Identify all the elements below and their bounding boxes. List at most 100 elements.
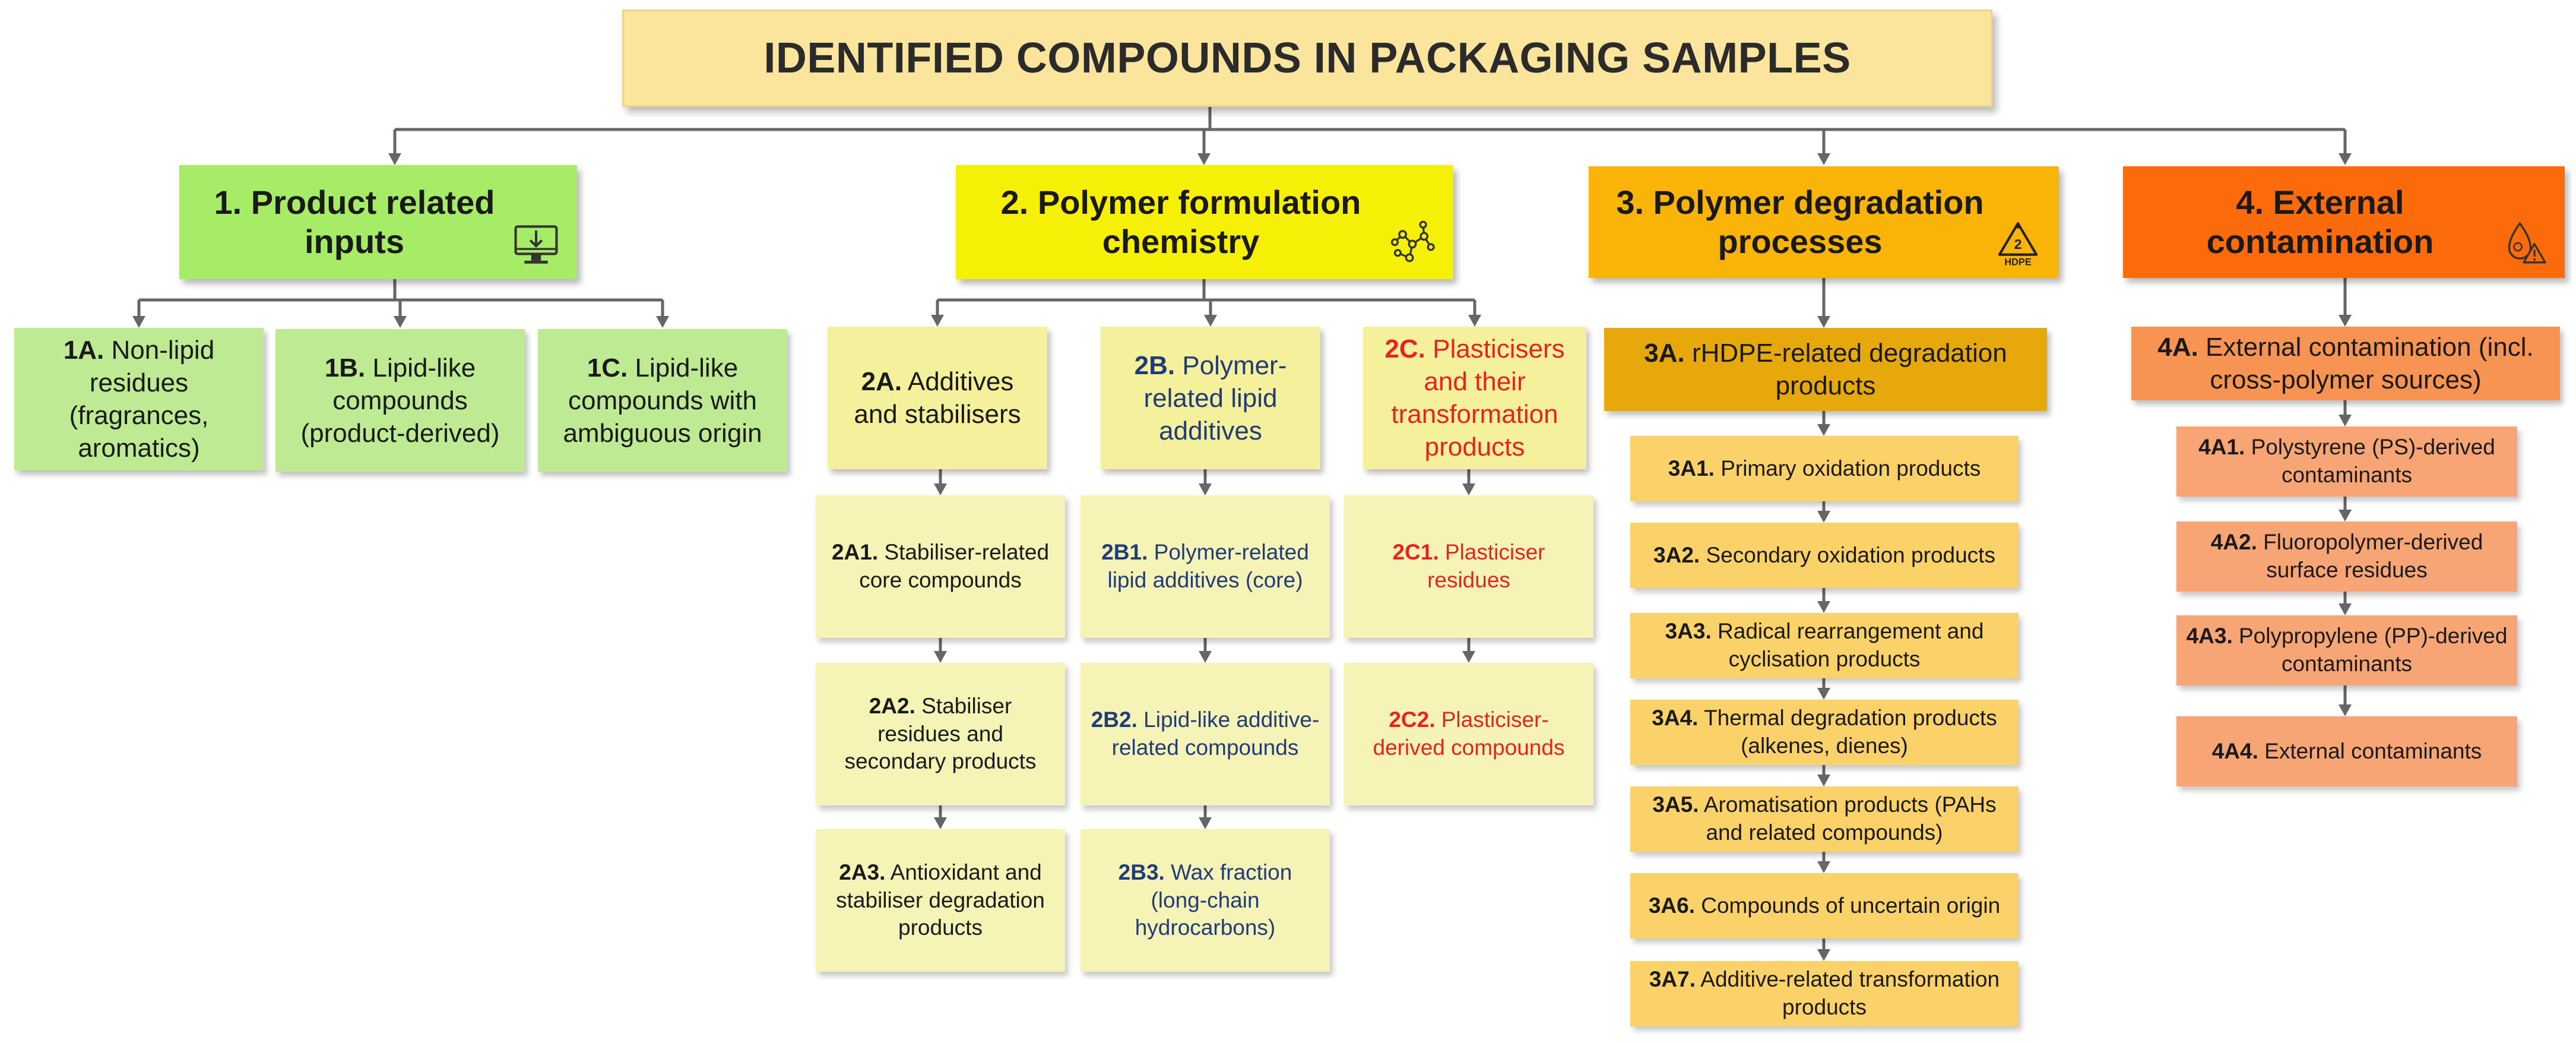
item-text: External contamination (incl. cross-poly… xyxy=(2206,333,2534,394)
arrowhead xyxy=(2339,415,2352,426)
item-code: 2C2. xyxy=(1389,707,1436,732)
item-code: 4A4. xyxy=(2211,738,2258,763)
item-code: 3A7. xyxy=(1649,967,1696,992)
arrowhead xyxy=(394,316,407,328)
arrowhead xyxy=(1817,688,1830,700)
arrowhead xyxy=(1197,153,1211,165)
item-4a4: 4A4. External contaminants xyxy=(2176,716,2517,786)
item-text: Aromatisation products (PAHs and related… xyxy=(1703,792,1997,845)
subcategory-2b: 2B. Polymer-related lipid additives xyxy=(1101,327,1320,469)
item-4a3: 4A3. Polypropylene (PP)-derived contamin… xyxy=(2176,615,2517,685)
item-code: 4A3. xyxy=(2186,624,2233,649)
item-text: Lipid-like additive-related compounds xyxy=(1111,707,1320,760)
item-code: 4A2. xyxy=(2210,530,2257,555)
item-text: rHDPE-related degradation products xyxy=(1691,339,2007,400)
arrowhead xyxy=(656,316,669,328)
item-code: 2B. xyxy=(1134,350,1175,380)
item-3a5: 3A5. Aromatisation products (PAHs and re… xyxy=(1630,786,2019,852)
hdpe-code-label: 2 xyxy=(2014,236,2022,252)
arrowhead xyxy=(1817,511,1830,523)
item-code: 2A3. xyxy=(839,859,886,884)
arrowhead xyxy=(934,483,947,495)
item-4a1: 4A1. Polystyrene (PS)-derived contaminan… xyxy=(2176,426,2517,497)
item-code: 1B. xyxy=(324,353,366,383)
subcategory-1c: 1C. Lipid-like compounds with ambiguous … xyxy=(538,329,787,472)
subcategory-4a: 4A. External contamination (incl. cross-… xyxy=(2131,327,2560,400)
item-text: Fluoropolymer-derived surface residues xyxy=(2263,530,2483,582)
arrowhead xyxy=(1199,817,1212,829)
category-polymer-formulation: 2. Polymer formulation chemistry xyxy=(956,165,1453,279)
item-4a2: 4A2. Fluoropolymer-derived surface resid… xyxy=(2176,522,2517,592)
item-code: 1C. xyxy=(587,353,628,383)
item-code: 2C. xyxy=(1384,334,1425,364)
item-3a7: 3A7. Additive-related transformation pro… xyxy=(1630,961,2019,1026)
item-2b3: 2B3. Wax fraction (long-chain hydrocarbo… xyxy=(1081,829,1330,972)
hdpe-label: HDPE xyxy=(2004,257,2032,267)
arrowhead xyxy=(2339,510,2352,522)
item-code: 2C1. xyxy=(1392,540,1439,565)
category-external-contamination: 4. External contamination xyxy=(2123,166,2565,278)
item-text: Plasticisers and their transformation pr… xyxy=(1391,334,1565,462)
diagram-title-box: IDENTIFIED COMPOUNDS IN PACKAGING SAMPLE… xyxy=(622,10,1992,107)
arrowhead xyxy=(1817,424,1830,436)
arrowhead xyxy=(1199,651,1212,663)
item-code: 3A5. xyxy=(1652,792,1699,817)
arrowhead xyxy=(2339,315,2352,327)
item-text: Radical rearrangement and cyclisation pr… xyxy=(1718,619,1984,671)
arrowhead xyxy=(1204,315,1217,327)
arrowhead xyxy=(1462,651,1475,663)
item-code: 2B2. xyxy=(1091,707,1138,732)
item-3a2: 3A2. Secondary oxidation products xyxy=(1630,523,2019,588)
arrowhead xyxy=(1462,483,1475,495)
item-code: 3A1. xyxy=(1668,456,1715,481)
item-code: 3A2. xyxy=(1653,542,1700,567)
item-text: Stabiliser residues and secondary produc… xyxy=(844,693,1037,774)
item-text: Lipid-like compounds (product-derived) xyxy=(300,353,500,448)
item-code: 2A1. xyxy=(831,540,879,565)
subcategory-2a: 2A. Additives and stabilisers xyxy=(828,327,1047,469)
item-code: 2A2. xyxy=(869,693,915,718)
item-code: 3A4. xyxy=(1652,706,1699,731)
item-3a4: 3A4. Thermal degradation products (alken… xyxy=(1630,700,2019,765)
item-3a1: 3A1. Primary oxidation products xyxy=(1630,436,2019,501)
item-text: Polypropylene (PP)-derived contaminants xyxy=(2239,624,2508,676)
item-text: Additive-related transformation products xyxy=(1700,967,2000,1019)
monitor-download-icon xyxy=(514,225,558,264)
item-text: Non-lipid residues (fragrances, aromatic… xyxy=(69,336,215,463)
item-2c2: 2C2. Plasticiser-derived compounds xyxy=(1344,663,1593,805)
arrowhead xyxy=(1817,601,1830,613)
arrowhead xyxy=(388,153,401,165)
item-text: External contaminants xyxy=(2264,738,2482,763)
item-code: 2B3. xyxy=(1118,859,1165,884)
category-label: 1. Product related inputs xyxy=(214,183,495,260)
item-2b2: 2B2. Lipid-like additive-related compoun… xyxy=(1081,663,1330,805)
item-text: Compounds of uncertain origin xyxy=(1701,893,2001,918)
item-text: Lipid-like compounds with ambiguous orig… xyxy=(563,353,762,448)
category-label: 4. External contamination xyxy=(2206,183,2434,260)
category-polymer-degradation: 3. Polymer degradation processes 2 HDPE xyxy=(1589,166,2059,278)
molecule-network-icon xyxy=(1390,220,1435,263)
arrowhead xyxy=(1468,315,1481,327)
category-label: 2. Polymer formulation chemistry xyxy=(1000,183,1361,260)
item-text: Secondary oxidation products xyxy=(1706,542,1995,567)
item-text: Antioxidant and stabiliser degradation p… xyxy=(836,859,1045,940)
item-code: 2B1. xyxy=(1101,540,1148,565)
item-code: 3A. xyxy=(1644,339,1685,368)
subcategory-1a: 1A. Non-lipid residues (fragrances, arom… xyxy=(14,328,264,470)
item-code: 4A. xyxy=(2157,333,2198,362)
item-text: Wax fraction (long-chain hydrocarbons) xyxy=(1135,859,1292,940)
item-text: Additives and stabilisers xyxy=(854,367,1021,429)
arrowhead xyxy=(2339,153,2352,165)
arrowhead xyxy=(934,817,947,829)
item-text: Polystyrene (PS)-derived contaminants xyxy=(2251,435,2495,487)
item-code: 1A. xyxy=(63,336,104,365)
arrowhead xyxy=(132,316,145,328)
arrowhead xyxy=(1817,775,1830,786)
item-2a1: 2A1. Stabiliser-related core compounds xyxy=(816,495,1065,638)
arrowhead xyxy=(2339,704,2352,716)
item-text: Plasticiser residues xyxy=(1427,540,1545,592)
arrowhead xyxy=(1817,949,1830,961)
arrowhead xyxy=(1817,861,1830,873)
item-text: Polymer-related lipid additives xyxy=(1143,350,1287,445)
item-2a3: 2A3. Antioxidant and stabiliser degradat… xyxy=(816,829,1065,972)
